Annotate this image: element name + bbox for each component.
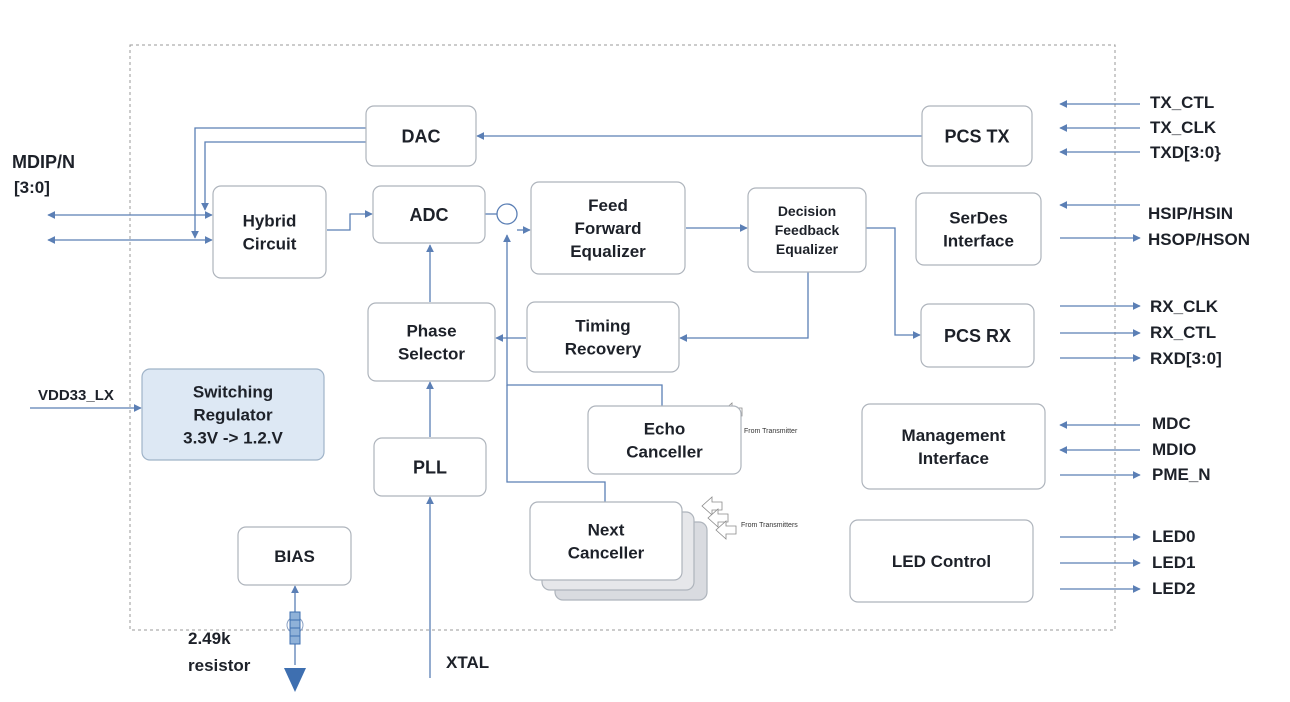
dfe-label-line: Decision: [778, 203, 836, 219]
tx-ctl-label: TX_CTL: [1150, 93, 1214, 112]
from-transmitter-label: From Transmitter: [744, 428, 798, 435]
from-transmitters-label: From Transmitters: [741, 522, 798, 529]
bias-block: BIAS: [237, 526, 352, 586]
phase-label-line: Phase: [406, 321, 456, 340]
hsip-label: HSIP/HSIN: [1148, 204, 1233, 223]
pcs-rx-block: PCS RX: [920, 303, 1035, 368]
resistor-label: resistor: [188, 656, 251, 675]
ground-symbol: [284, 668, 306, 692]
led-block: LED Control: [849, 519, 1034, 603]
pcs-rx-label-line: PCS RX: [944, 326, 1011, 346]
adc-label-line: ADC: [410, 205, 449, 225]
next-label-line: Next: [588, 520, 625, 539]
led1-label: LED1: [1152, 553, 1195, 572]
switching-label-line: 3.3V -> 1.2.V: [183, 428, 283, 447]
rx-ctl-label: RX_CTL: [1150, 323, 1216, 342]
dac-label-line: DAC: [402, 126, 441, 146]
pme-label: PME_N: [1152, 465, 1211, 484]
dfe-label-line: Equalizer: [776, 241, 839, 257]
bias-label-line: BIAS: [274, 547, 315, 566]
rx-clk-label: RX_CLK: [1150, 297, 1219, 316]
pcs-tx-label-line: PCS TX: [944, 126, 1009, 146]
mgmt-label-line: Interface: [918, 449, 989, 468]
txd-label: TXD[3:0}: [1150, 143, 1221, 162]
ffe-label-line: Forward: [574, 219, 641, 238]
led-label-line: LED Control: [892, 552, 991, 571]
adc-block: ADC: [372, 185, 486, 244]
tx-clk-label: TX_CLK: [1150, 118, 1217, 137]
bias-resistor: [284, 611, 306, 692]
rxd-label: RXD[3:0]: [1150, 349, 1222, 368]
dac-block: DAC: [365, 105, 477, 167]
serdes-label-line: SerDes: [949, 208, 1008, 227]
xtal-label: XTAL: [446, 653, 489, 672]
vdd-label: VDD33_LX: [38, 387, 114, 404]
chip-boundary: [129, 44, 1116, 631]
echo-label-line: Canceller: [626, 442, 703, 461]
pcs-tx-block: PCS TX: [921, 105, 1033, 167]
hsop-label: HSOP/HSON: [1148, 230, 1250, 249]
mdio-label: MDIO: [1152, 440, 1196, 459]
led2-label: LED2: [1152, 579, 1195, 598]
mdip-bits-label: [3:0]: [14, 178, 50, 197]
switching-label-line: Regulator: [193, 405, 273, 424]
mgmt-label-line: Management: [902, 426, 1006, 445]
from-transmitters-arrow-icon: [701, 496, 737, 540]
next-label-line: Canceller: [568, 543, 645, 562]
ffe-label-line: Equalizer: [570, 242, 646, 261]
mdc-label: MDC: [1152, 414, 1191, 433]
pll-label-line: PLL: [413, 457, 447, 477]
led0-label: LED0: [1152, 527, 1195, 546]
mdip-label: MDIP/N: [12, 152, 75, 172]
timing-label-line: Recovery: [565, 339, 642, 358]
switching-label-line: Switching: [193, 383, 273, 402]
dfe-label-line: Feedback: [775, 222, 840, 238]
phase-label-line: Selector: [398, 344, 465, 363]
hybrid-label-line: Circuit: [243, 234, 297, 253]
pll-block: PLL: [373, 437, 487, 497]
resistor-value-label: 2.49k: [188, 629, 231, 648]
echo-label-line: Echo: [644, 419, 686, 438]
hybrid-label-line: Hybrid: [243, 211, 297, 230]
serdes-label-line: Interface: [943, 231, 1014, 250]
connections: [30, 100, 1141, 678]
timing-label-line: Timing: [575, 316, 630, 335]
ffe-label-line: Feed: [588, 196, 628, 215]
